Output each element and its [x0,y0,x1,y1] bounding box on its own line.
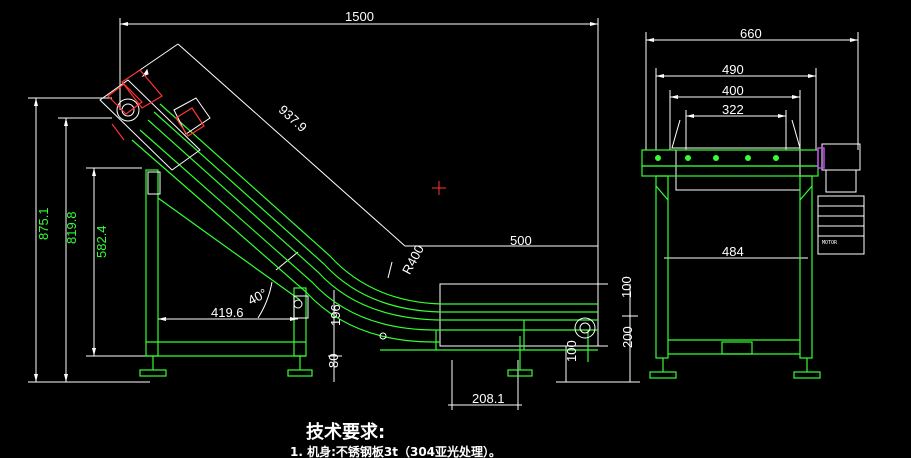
dim-support-height: 582.4 [94,225,109,258]
dim-overall-width: 660 [740,26,762,41]
dim-horizontal-offset: 419.6 [211,305,244,320]
dim-belt-width: 400 [722,83,744,98]
dim-angle: 40° [245,285,269,307]
dim-tail-offset: 208.1 [472,391,505,406]
dim-tail-height-a: 100 [619,276,634,298]
dim-inner-width: 322 [722,102,744,117]
side-view: MOTOR 660 490 400 322 484 [641,26,865,379]
dim-incline-length: 937.9 [276,102,310,135]
dim-overall-length: 1500 [345,9,374,24]
dim-total-height: 875.1 [36,207,51,240]
notes-line-1: 1. 机身:不锈钢板3t（304亚光处理）。 [290,444,501,458]
dim-tail-height-b: 200 [620,326,635,348]
dim-radius: R400 [399,242,427,276]
dim-leg-height: 196 [328,304,343,326]
front-view: 1500 500 937.9 R400 875.1 819.8 582.4 19… [28,9,640,410]
dim-base-height: 80 [326,354,341,368]
dim-leg-span: 484 [722,244,744,259]
technical-notes: 技术要求: 1. 机身:不锈钢板3t（304亚光处理）。 [290,421,501,458]
notes-title: 技术要求: [306,421,385,443]
dim-tail-foot: 100 [564,340,579,362]
dim-frame-width: 490 [722,62,744,77]
motor-nameplate: MOTOR [822,240,838,246]
dim-tail-length: 500 [510,233,532,248]
dim-discharge-height: 819.8 [64,211,79,244]
